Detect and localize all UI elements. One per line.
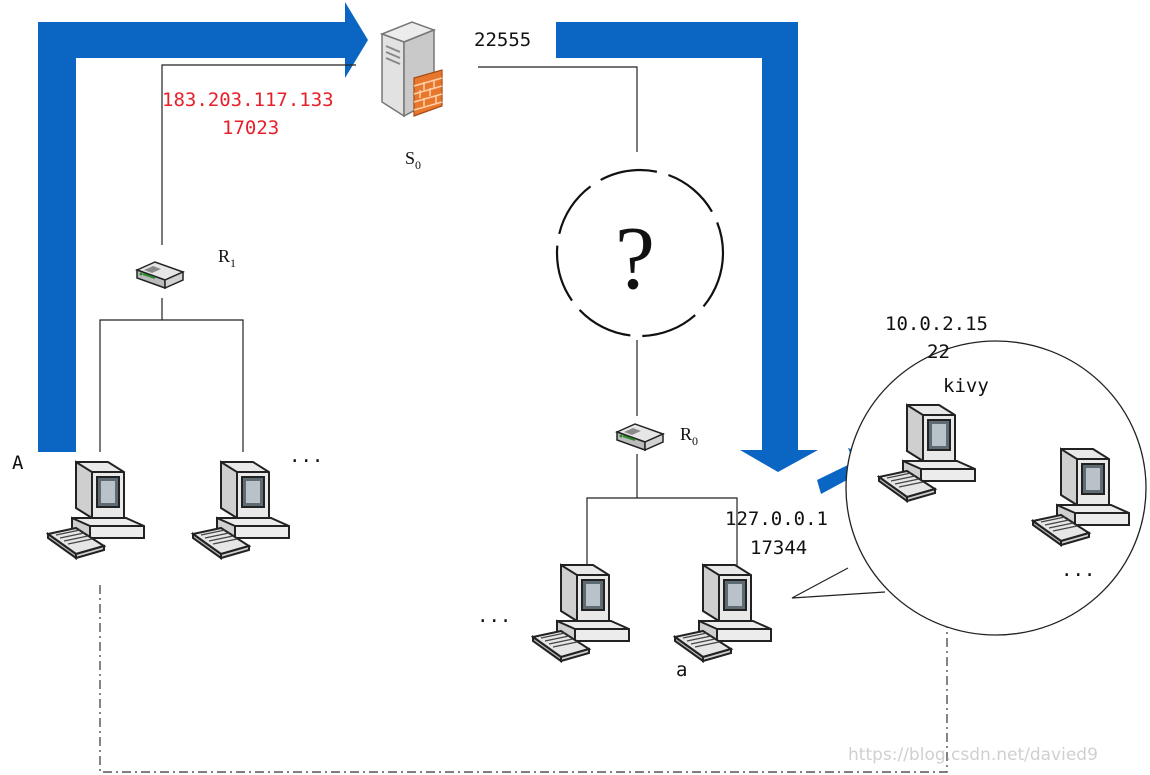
- vm-more-dots: ...: [1061, 559, 1095, 581]
- computer-icon: [192, 461, 290, 559]
- router-icon: [615, 422, 665, 452]
- vm-name-label: kivy: [943, 375, 989, 397]
- wire-r0-lan: [586, 454, 738, 568]
- computer-icon: [674, 564, 772, 662]
- wire-r1-lan: [99, 298, 244, 452]
- question-cloud-icon: ?: [555, 168, 725, 338]
- watermark-text: https://blog.csdn.net/davied9: [848, 745, 1098, 765]
- public-port-label: 17023: [222, 117, 279, 139]
- router1-label: R1: [218, 246, 236, 270]
- dashed-tunnel-line: [99, 528, 948, 773]
- server-icon: [381, 21, 443, 117]
- computer-icon: [532, 564, 630, 662]
- unknown-network-label: ?: [615, 209, 655, 308]
- lan1-more-dots: ...: [289, 445, 323, 467]
- public-ip-label: 183.203.117.133: [162, 89, 334, 111]
- lan0-more-dots: ...: [477, 605, 511, 627]
- vm-port-label: 22: [927, 341, 950, 363]
- local-port-label: 17344: [750, 537, 807, 559]
- vm-ip-label: 10.0.2.15: [885, 313, 988, 335]
- local-ip-label: 127.0.0.1: [725, 508, 828, 530]
- host-a-label: A: [12, 452, 24, 474]
- server-label: S0: [405, 148, 421, 172]
- host-small-a-label: a: [676, 659, 687, 681]
- wire-r1-to-s0: [161, 64, 356, 245]
- computer-icon: [47, 461, 145, 559]
- wire-s0-to-cloud: [478, 66, 638, 152]
- flow-arrow-up-right: [38, 2, 368, 452]
- router-icon: [135, 260, 185, 290]
- flow-arrow-down: [556, 22, 818, 472]
- router0-label: R0: [680, 424, 698, 448]
- server-port-label: 22555: [474, 29, 531, 51]
